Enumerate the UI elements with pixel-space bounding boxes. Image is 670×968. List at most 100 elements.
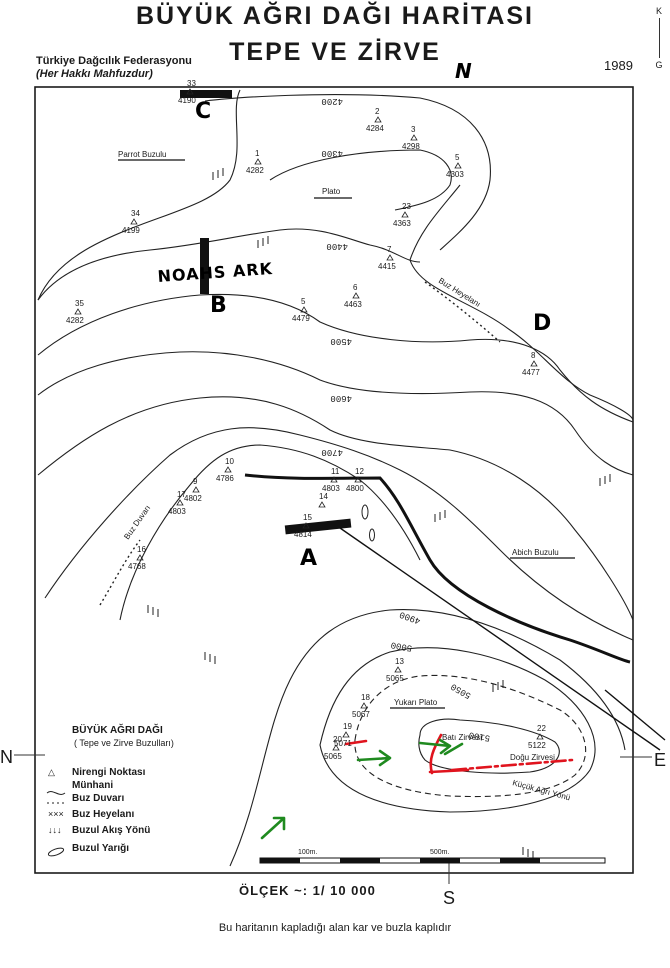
label-kucuk-agri: Küçük Ağrı Yönü bbox=[511, 778, 571, 802]
label-abich: Abich Buzulu bbox=[512, 548, 559, 557]
peak-elevation: 4298 bbox=[402, 142, 420, 151]
peak-marker: 9 4802 bbox=[184, 477, 202, 503]
buz-duvari-line bbox=[99, 539, 141, 606]
triangulation-icon bbox=[192, 486, 200, 493]
label-plato: Plato bbox=[322, 187, 341, 196]
contour-4200-west bbox=[37, 89, 241, 301]
contour-4900 bbox=[229, 609, 626, 867]
contour-label-4400: 4400 bbox=[326, 241, 348, 251]
contour-label-5050: 5050 bbox=[449, 681, 473, 700]
red-mark-3 bbox=[428, 768, 470, 774]
red-mark-2 bbox=[429, 733, 443, 775]
compass-north: N bbox=[455, 59, 472, 83]
triangulation-icon bbox=[386, 254, 394, 261]
scale-bar-seg-4 bbox=[500, 858, 540, 863]
label-buz-duvari: Buz Duvarı bbox=[122, 504, 152, 542]
triangulation-icon bbox=[410, 134, 418, 141]
contour-4300 bbox=[269, 149, 452, 211]
triangulation-icon bbox=[536, 733, 544, 740]
legend-crevasse-symbol bbox=[47, 847, 65, 857]
peak-marker: 11 4803 bbox=[322, 467, 340, 493]
peak-number: 3 bbox=[411, 125, 416, 134]
buz-heyelani-line bbox=[424, 281, 501, 343]
footer-note: Bu haritanın kapladığı alan kar ve buzla… bbox=[218, 922, 452, 934]
peak-number: 23 bbox=[402, 202, 411, 211]
red-mark-1 bbox=[344, 739, 368, 746]
peak-marker: 3 4298 bbox=[402, 125, 420, 151]
legend-title: BÜYÜK AĞRI DAĞI bbox=[72, 723, 163, 736]
flow-arrow-4 bbox=[599, 474, 611, 486]
rights-label: (Her Hakkı Mahfuzdur) bbox=[36, 68, 153, 80]
peak-elevation: 4303 bbox=[446, 170, 464, 179]
peak-marker: 13 5065 bbox=[386, 657, 404, 683]
green-arrow-4 bbox=[260, 816, 286, 840]
compass-south: S bbox=[443, 888, 455, 908]
peak-number: 33 bbox=[187, 79, 196, 88]
peak-elevation: 4284 bbox=[366, 124, 384, 133]
contour-values: 4200 4300 4400 4500 4600 4700 4900 5000 … bbox=[321, 96, 491, 743]
peak-marker: 22 5122 bbox=[528, 724, 546, 750]
green-arrow-3 bbox=[443, 742, 464, 756]
peak-number: 5 bbox=[301, 297, 306, 306]
peak-elevation: 4199 bbox=[122, 226, 140, 235]
contour-4200 bbox=[204, 94, 491, 251]
federation-label: Türkiye Dağcılık Federasyonu bbox=[36, 55, 192, 67]
compass-east: E bbox=[654, 750, 666, 770]
peak-elevation: 5122 bbox=[528, 741, 546, 750]
triangulation-icon bbox=[176, 499, 184, 506]
contour-label-4900: 4900 bbox=[398, 609, 422, 626]
scale-bar-left-label: 100m. bbox=[298, 849, 318, 856]
scale-bar-seg-1 bbox=[260, 858, 300, 863]
peak-number: 17 bbox=[177, 490, 186, 499]
peak-number: 12 bbox=[355, 467, 364, 476]
scale-bar-seg-2 bbox=[340, 858, 380, 863]
peak-elevation: 5067 bbox=[352, 710, 370, 719]
peak-elevation: 4803 bbox=[322, 484, 340, 493]
peak-number: 19 bbox=[343, 722, 352, 731]
ridge-line-diagonal bbox=[339, 527, 661, 751]
triangulation-icon bbox=[354, 476, 362, 483]
peak-elevation: 4415 bbox=[378, 262, 396, 271]
peak-elevation: 4190 bbox=[178, 96, 196, 105]
peak-elevation: 4786 bbox=[216, 474, 234, 483]
label-dogu-zirvesi: Doğu Zirvesi bbox=[510, 753, 555, 762]
corner-mark-k: K bbox=[655, 6, 662, 16]
map-frame bbox=[34, 86, 634, 874]
map-title: BÜYÜK AĞRI DAĞI HARİTASI bbox=[136, 2, 534, 30]
corner-mark-line bbox=[658, 18, 660, 58]
peak-number: 13 bbox=[395, 657, 404, 666]
legend-symbols bbox=[46, 791, 66, 857]
crevasse-2 bbox=[369, 528, 375, 542]
contour-4600 bbox=[37, 351, 634, 476]
peak-elevation: 4814 bbox=[294, 530, 312, 539]
marker-c: C bbox=[195, 99, 211, 124]
map-subtitle: TEPE VE ZİRVE bbox=[229, 38, 441, 66]
peak-number: 9 bbox=[193, 477, 198, 486]
marker-bar-c bbox=[180, 90, 232, 98]
triangulation-icon bbox=[136, 554, 144, 561]
peak-elevation: 4802 bbox=[184, 494, 202, 503]
peak-number: 11 bbox=[331, 467, 340, 476]
label-yukari-plato: Yukarı Plato bbox=[394, 698, 438, 707]
red-annotations bbox=[344, 733, 574, 775]
contour-5050 bbox=[354, 674, 587, 798]
legend-item-label: Nirengi Noktası bbox=[72, 767, 146, 778]
triangulation-icon bbox=[302, 522, 310, 529]
triangulation-icon bbox=[318, 501, 326, 508]
legend-symbol: ↓↓↓ bbox=[48, 825, 62, 835]
legend-item-label: Buz Heyelanı bbox=[72, 809, 134, 820]
peak-number: 22 bbox=[537, 724, 546, 733]
peak-elevation: 5065 bbox=[324, 752, 342, 761]
peak-elevation: 5065 bbox=[386, 674, 404, 683]
compass-west: N bbox=[0, 747, 13, 767]
